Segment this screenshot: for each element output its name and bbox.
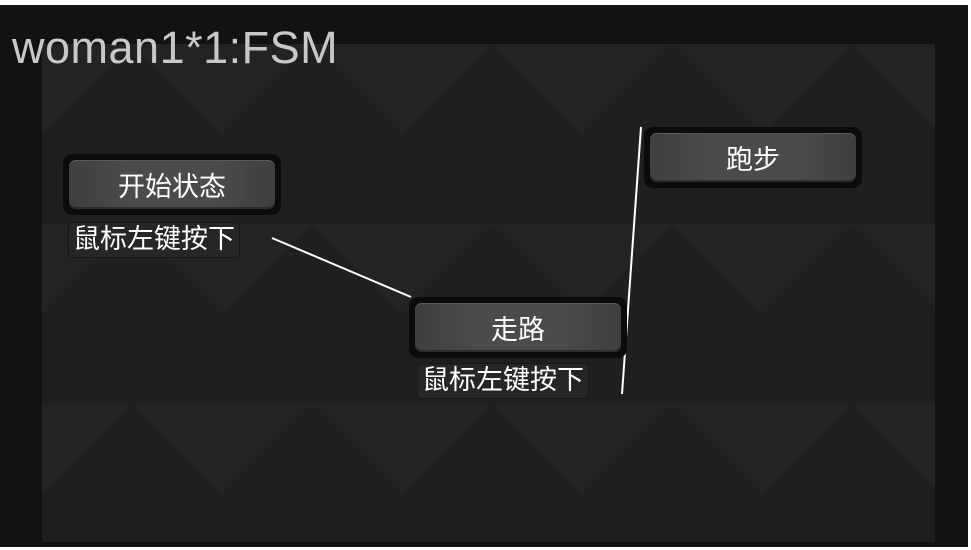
state-run[interactable]: 跑步: [644, 127, 862, 188]
state-start[interactable]: 开始状态: [63, 154, 281, 215]
state-start-button[interactable]: 开始状态: [69, 160, 275, 209]
transition-start-mouse-down[interactable]: 鼠标左键按下: [68, 222, 240, 258]
state-walk[interactable]: 走路: [409, 297, 627, 358]
transition-link-start-to-walk: [271, 237, 412, 298]
state-walk-button[interactable]: 走路: [415, 303, 621, 352]
fsm-title: woman1*1:FSM: [12, 22, 339, 73]
transition-walk-mouse-down[interactable]: 鼠标左键按下: [417, 363, 589, 399]
state-run-button[interactable]: 跑步: [650, 133, 856, 182]
